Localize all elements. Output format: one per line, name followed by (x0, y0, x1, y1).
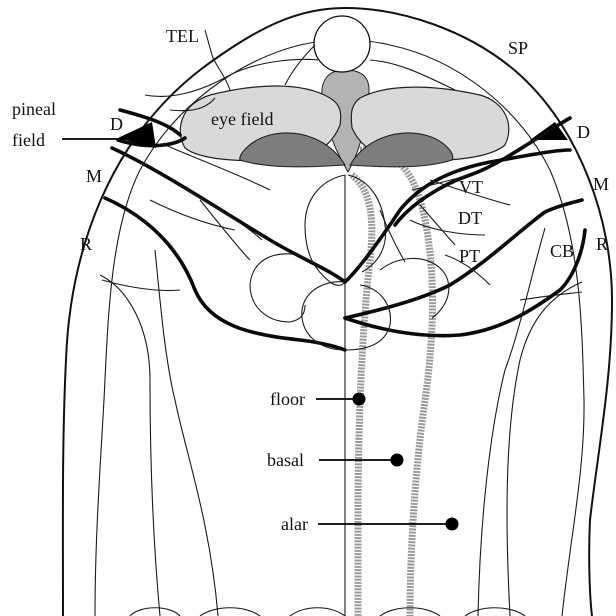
label-r-right: R (596, 234, 608, 254)
label-dt: DT (458, 208, 482, 228)
left-segment-line (102, 280, 180, 291)
label-alar: alar (281, 514, 308, 534)
alar-dot (446, 518, 459, 531)
central-lobe-bottom (302, 282, 391, 350)
label-pineal: pineal (12, 99, 56, 119)
dien-thin-4 (150, 200, 235, 230)
label-sp: SP (508, 38, 528, 58)
central-lobe-left (250, 254, 305, 322)
dien-thin-2 (180, 185, 262, 240)
tel-line-2 (285, 45, 315, 85)
label-tel: TEL (166, 26, 199, 46)
label-floor: floor (270, 389, 305, 409)
boundary-r-left (105, 198, 345, 350)
lateral-curve-left-inner (155, 250, 218, 616)
lateral-curve-left-outer (100, 275, 160, 616)
bottom-scallops (130, 608, 525, 616)
label-d-left: D (110, 114, 123, 134)
label-m-left: M (86, 166, 102, 186)
label-cb: CB (550, 241, 574, 261)
label-basal: basal (267, 450, 304, 470)
label-pt: PT (459, 246, 480, 266)
lateral-curve-right-outer (507, 282, 582, 616)
label-r-left: R (80, 234, 92, 254)
basal-band-right (360, 150, 433, 616)
label-vt: VT (459, 177, 483, 197)
label-m-right: M (593, 174, 609, 194)
dien-thin-3 (200, 200, 250, 260)
tel-line-5 (370, 60, 455, 90)
lateral-curve-right-inner (478, 228, 545, 616)
sp-circle (314, 16, 370, 72)
basal-dot (391, 454, 404, 467)
label-d-right: D (577, 122, 590, 142)
central-lobe-right (380, 258, 449, 318)
label-eye-field: eye field (211, 109, 273, 129)
floor-dot (353, 393, 366, 406)
label-field: field (12, 130, 45, 150)
